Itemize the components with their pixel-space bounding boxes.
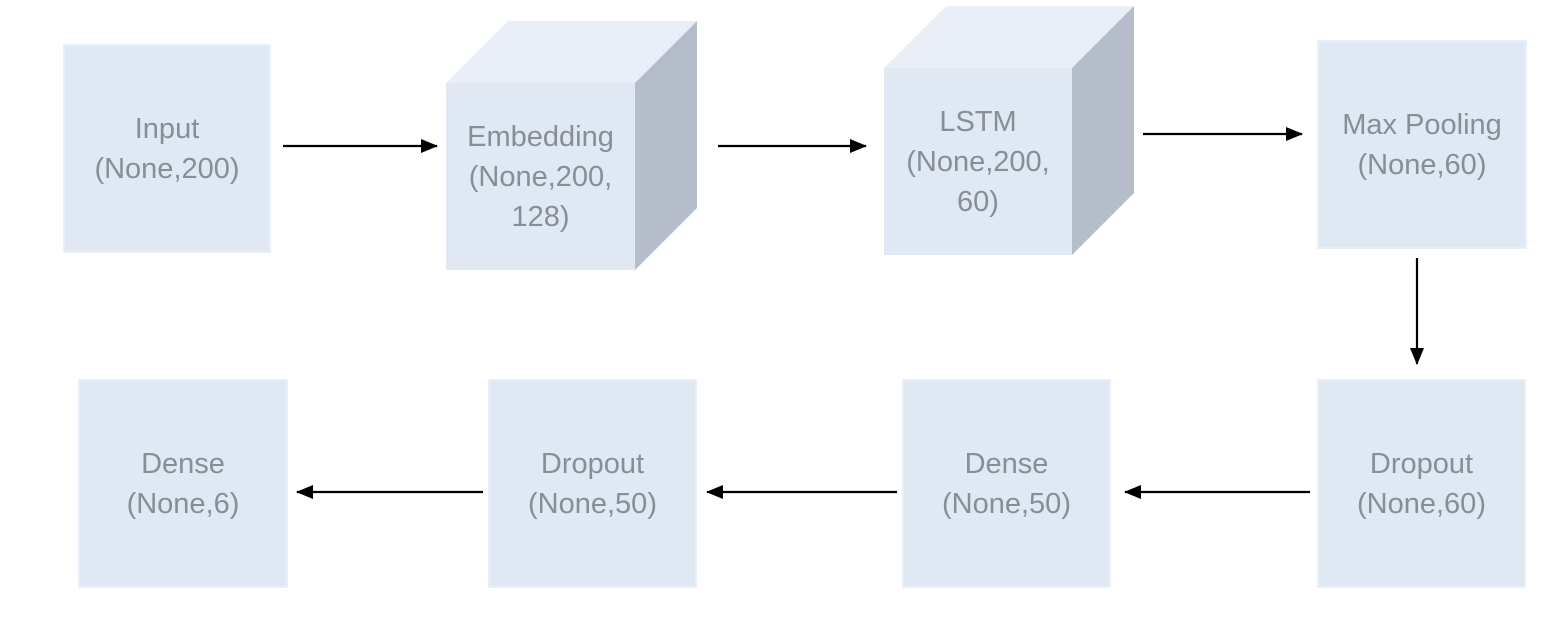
node-input-label: Input xyxy=(134,112,200,145)
node-lstm-shape1: (None,200, xyxy=(906,145,1050,178)
lstm-cube-shape xyxy=(884,6,1134,255)
node-dropout-60-shape: (None,60) xyxy=(1357,487,1486,520)
embedding-cube-shape xyxy=(446,21,697,270)
node-dense-6-shape: (None,6) xyxy=(126,487,240,520)
node-max-pooling-shape: (None,60) xyxy=(1357,148,1487,181)
node-input-shape: (None,200) xyxy=(94,152,240,185)
node-dropout-60-label: Dropout xyxy=(1369,447,1474,480)
node-dense-6: Dense (None,6) xyxy=(78,379,288,588)
node-embedding-shape2: 128) xyxy=(511,200,570,233)
node-max-pooling-label: Max Pooling xyxy=(1342,108,1502,141)
node-max-pooling: Max Pooling (None,60) xyxy=(1317,40,1527,249)
node-dense-6-label: Dense xyxy=(141,447,225,480)
node-embedding-shape1: (None,200, xyxy=(468,160,613,193)
node-lstm-shape2: 60) xyxy=(957,185,999,218)
node-dropout-50-label: Dropout xyxy=(540,447,645,480)
node-dense-50-shape: (None,50) xyxy=(942,487,1071,520)
node-dropout-50: Dropout (None,50) xyxy=(488,379,697,588)
node-embedding-label: Embedding xyxy=(467,120,614,153)
node-embedding: Embedding (None,200, 128) xyxy=(446,83,635,270)
node-input: Input (None,200) xyxy=(63,44,271,253)
node-lstm: LSTM (None,200, 60) xyxy=(884,68,1072,255)
node-dense-50-label: Dense xyxy=(964,447,1049,480)
node-dense-50: Dense (None,50) xyxy=(902,379,1111,588)
node-dropout-50-shape: (None,50) xyxy=(528,487,657,520)
node-dropout-60: Dropout (None,60) xyxy=(1317,379,1526,588)
node-lstm-label: LSTM xyxy=(939,105,1017,138)
